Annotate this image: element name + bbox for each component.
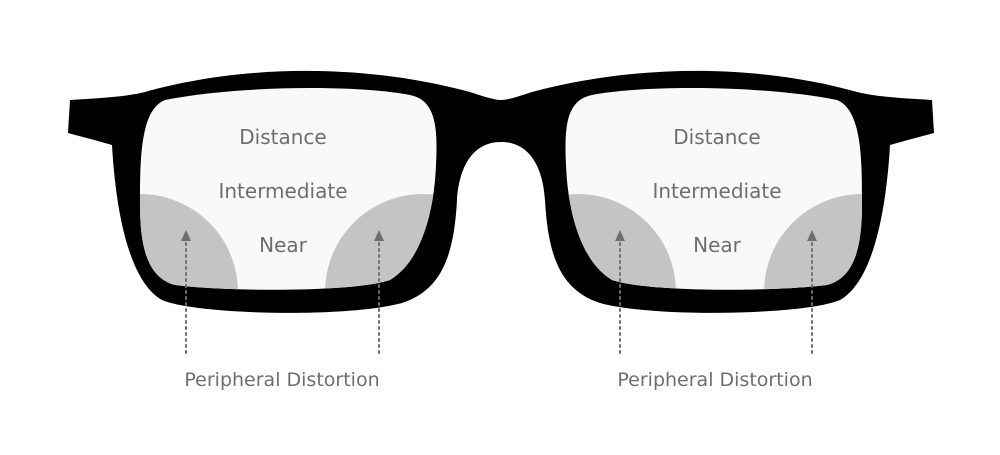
- distortion-arrows: [181, 230, 817, 358]
- left-peripheral-distortion-label: Peripheral Distortion: [184, 369, 379, 391]
- right-zone-distance-label: Distance: [673, 125, 760, 149]
- right-inner-arrow: [615, 230, 625, 358]
- left-lens-inner-distortion-zone: [325, 194, 437, 290]
- left-outer-arrow-head: [181, 230, 191, 241]
- right-outer-arrow-head: [807, 230, 817, 241]
- left-outer-arrow: [181, 230, 191, 358]
- right-lens-inner-distortion-zone: [565, 194, 676, 290]
- left-lens: Distance Intermediate Near: [140, 88, 437, 290]
- left-zone-near-label: Near: [259, 233, 308, 257]
- left-inner-arrow-head: [374, 230, 384, 241]
- right-peripheral-distortion-label: Peripheral Distortion: [617, 369, 812, 391]
- left-inner-arrow: [374, 230, 384, 358]
- right-inner-arrow-head: [615, 230, 625, 241]
- left-zone-distance-label: Distance: [239, 125, 326, 149]
- right-zone-near-label: Near: [693, 233, 742, 257]
- left-lens-outer-distortion-zone: [140, 194, 238, 290]
- right-outer-arrow: [807, 230, 817, 358]
- right-zone-intermediate-label: Intermediate: [652, 179, 781, 203]
- left-zone-intermediate-label: Intermediate: [218, 179, 347, 203]
